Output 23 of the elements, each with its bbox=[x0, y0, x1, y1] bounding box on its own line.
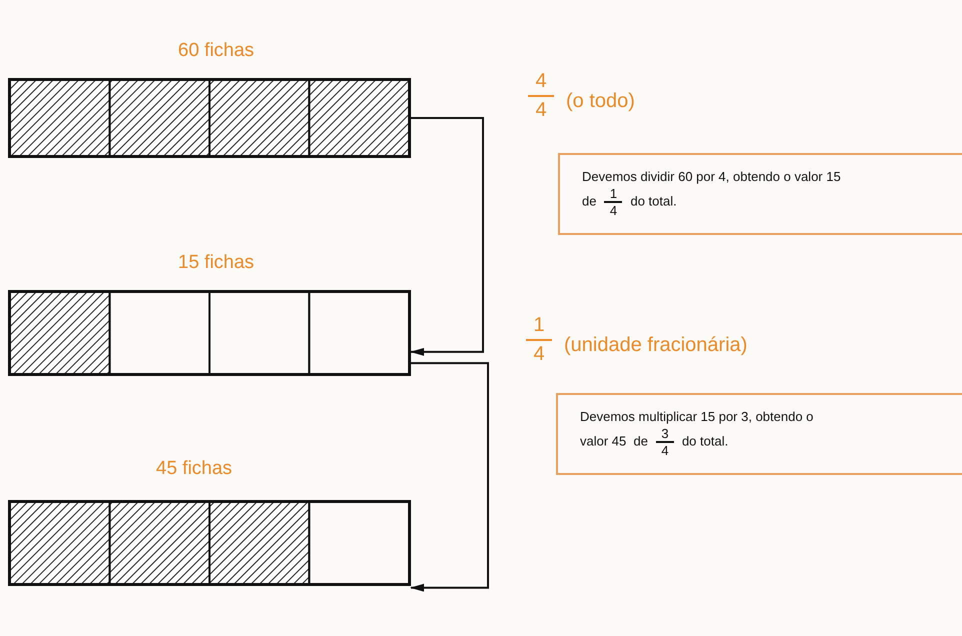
denominator: 4 bbox=[661, 443, 669, 458]
bracket-arrow bbox=[410, 362, 489, 592]
note-text: valor 45 de bbox=[580, 433, 648, 448]
note-text: do total. bbox=[682, 433, 728, 448]
numerator: 4 bbox=[535, 70, 547, 93]
denominator: 4 bbox=[533, 343, 545, 366]
note-text: de bbox=[582, 193, 596, 208]
bar-heading: 45 fichas bbox=[156, 458, 232, 480]
bar-heading: 60 fichas bbox=[178, 40, 254, 62]
numerator: 1 bbox=[533, 314, 545, 337]
bar-heading: 15 fichas bbox=[178, 252, 254, 274]
denominator: 4 bbox=[535, 99, 547, 122]
bracket-arrow bbox=[410, 117, 484, 356]
note-box bbox=[556, 393, 962, 475]
fraction-caption: (unidade fracionária) bbox=[564, 334, 748, 357]
numerator: 1 bbox=[610, 186, 618, 201]
numerator: 3 bbox=[661, 426, 669, 441]
note-text: do total. bbox=[630, 193, 677, 208]
note-text: Devemos multiplicar 15 por 3, obtendo o bbox=[580, 409, 814, 424]
denominator: 4 bbox=[610, 203, 618, 218]
note-text: Devemos dividir 60 por 4, obtendo o valor 15 bbox=[582, 169, 842, 184]
note-box bbox=[558, 153, 962, 235]
fraction-caption: (o todo) bbox=[566, 90, 635, 113]
